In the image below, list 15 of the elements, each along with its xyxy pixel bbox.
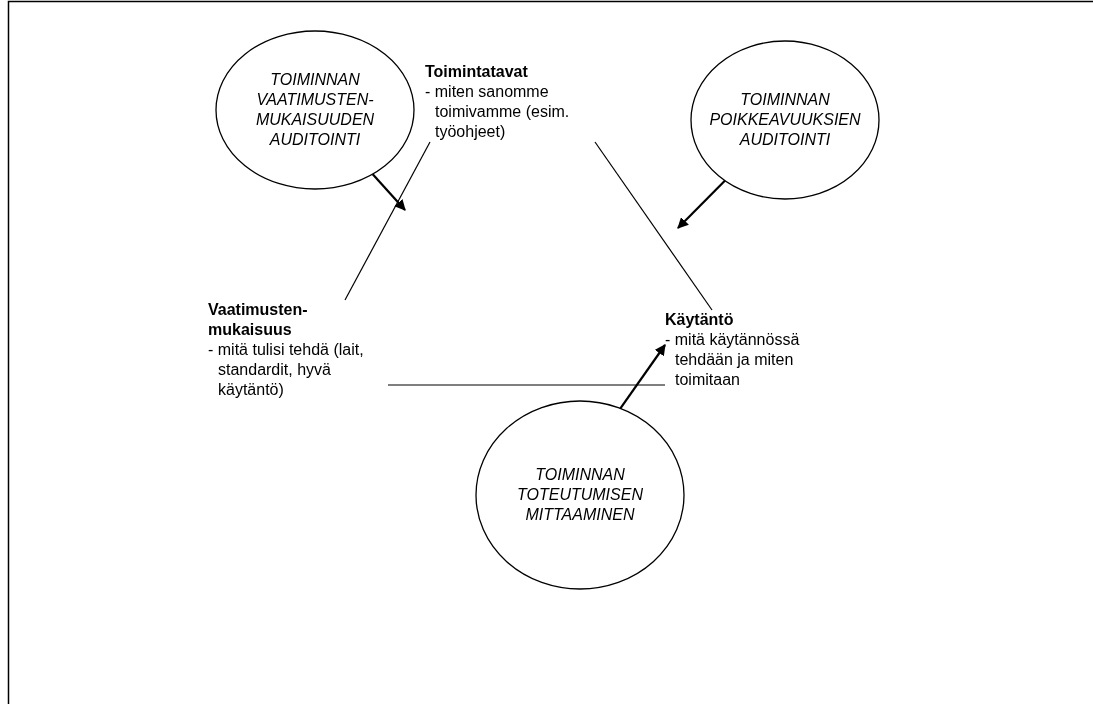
ellipse-label: TOIMINNAN POIKKEAVUUKSIEN AUDITOINTI — [708, 90, 862, 150]
description-text: - miten sanomme toimivamme (esim. työohjeet) — [425, 82, 571, 142]
heading: Vaatimusten-mukaisuus — [208, 300, 309, 340]
ellipse-label: TOIMINNAN TOTEUTUMISEN MITTAAMINEN — [516, 465, 644, 525]
arrow — [677, 179, 726, 229]
description-text: - mitä tulisi tehdä (lait, standardit, hyvä käytäntö) — [208, 340, 365, 400]
connector-line — [594, 141, 713, 311]
arrow — [619, 344, 666, 410]
heading: Toimintatavat — [425, 62, 529, 82]
arrow — [371, 173, 406, 211]
heading: Käytäntö — [665, 310, 735, 330]
connector-line — [387, 384, 666, 386]
connector-line — [344, 141, 431, 301]
description-text: - mitä käytännössä tehdään ja miten toimitaan — [665, 330, 801, 390]
ellipse-label: TOIMINNAN VAATIMUSTEN-MUKAISUUDEN AUDITOINTI — [254, 70, 376, 150]
